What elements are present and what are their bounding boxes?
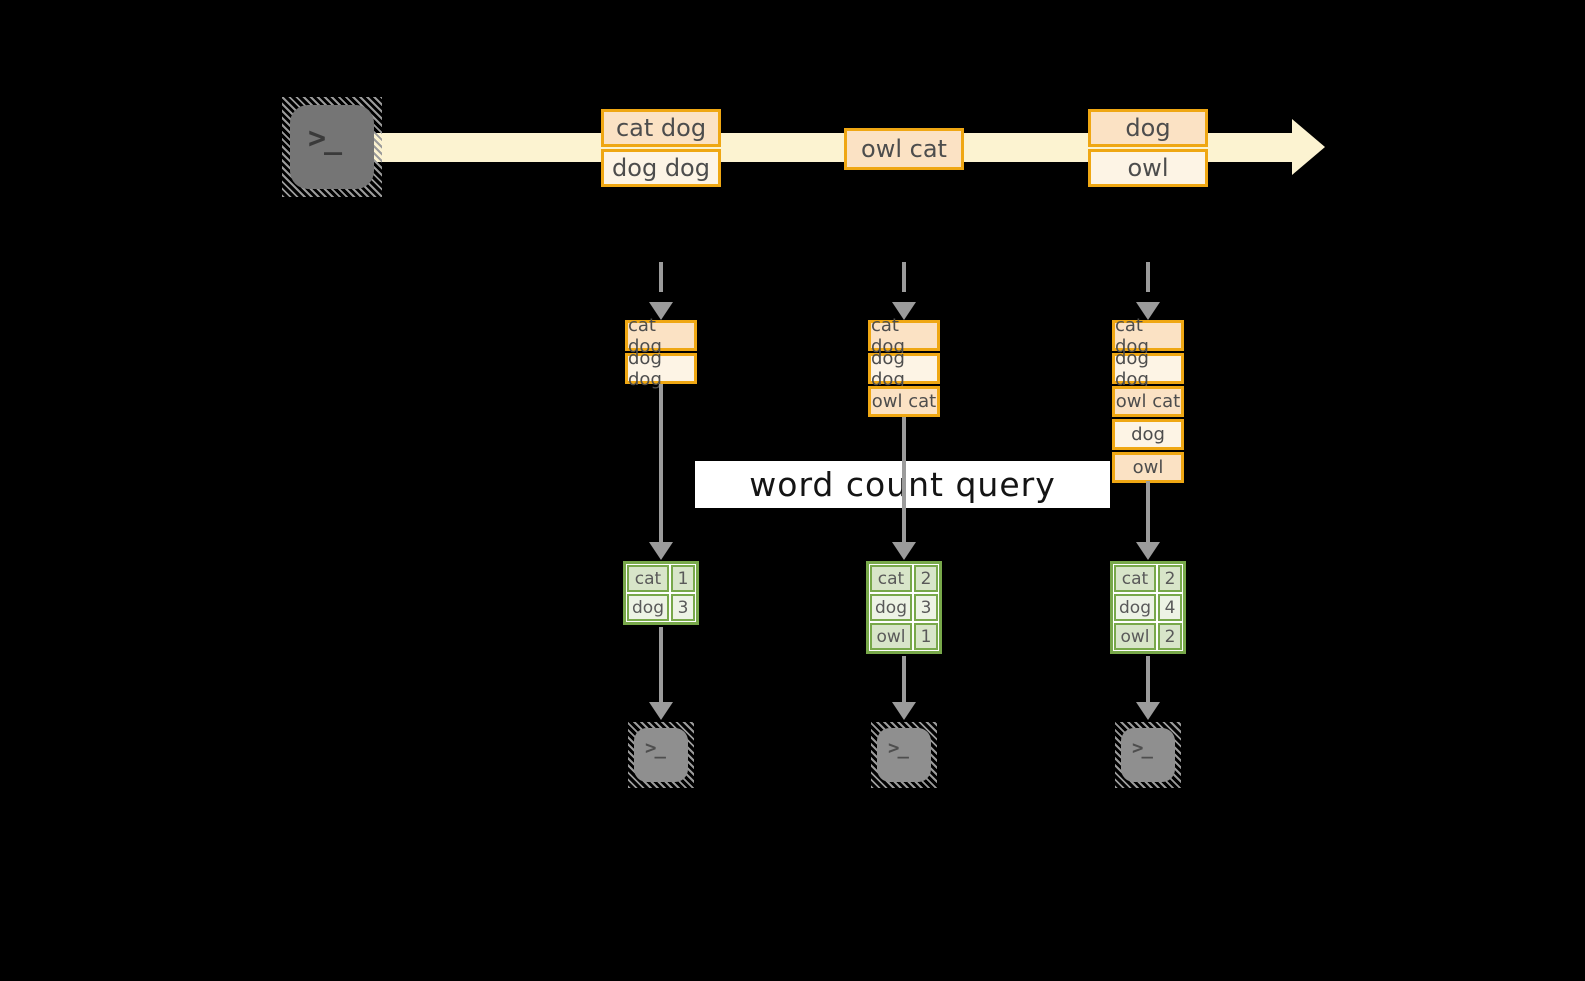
dashed-arrow-stem <box>659 262 663 304</box>
terminal-prompt-icon: >_ <box>888 737 909 759</box>
buffer-record: cat dog <box>1112 315 1184 357</box>
buffer-record: cat dog <box>868 315 940 357</box>
count-word-cell: cat <box>1114 565 1156 592</box>
query-arrow-stem <box>659 384 663 542</box>
output-arrow-head <box>649 702 673 720</box>
count-word-cell: cat <box>870 565 912 592</box>
stream-record: dog <box>1088 109 1208 147</box>
output-terminal-icon: >_ <box>871 722 937 788</box>
buffer-record: owl cat <box>1112 386 1184 417</box>
buffer-record: dog dog <box>1112 348 1184 390</box>
count-table-1: cat 1 dog 3 <box>623 561 699 625</box>
count-word-cell: dog <box>627 594 669 621</box>
count-value-cell: 3 <box>914 594 938 621</box>
query-arrow-stem <box>902 417 906 542</box>
count-word-cell: dog <box>1114 594 1156 621</box>
count-value-cell: 2 <box>1158 565 1182 592</box>
source-terminal-icon: >_ <box>282 97 382 197</box>
terminal-icon-body: >_ <box>634 728 688 782</box>
count-value-cell: 1 <box>914 623 938 650</box>
buffer-record: dog <box>1112 419 1184 450</box>
terminal-prompt-icon: >_ <box>1132 737 1153 759</box>
count-word-cell: owl <box>1114 623 1156 650</box>
output-terminal-icon: >_ <box>628 722 694 788</box>
output-arrow-stem <box>1146 656 1150 702</box>
dashed-arrow-head <box>892 302 916 320</box>
query-arrow-stem <box>1146 481 1150 542</box>
buffer-record: dog dog <box>625 348 697 390</box>
output-arrow-stem <box>659 627 663 702</box>
output-arrow-head <box>1136 702 1160 720</box>
stream-event-batch-1: cat dog dog dog <box>601 109 721 187</box>
count-word-cell: cat <box>627 565 669 592</box>
count-value-cell: 3 <box>671 594 695 621</box>
stream-band-arrowhead <box>1292 119 1325 175</box>
terminal-icon-body: >_ <box>877 728 931 782</box>
input-buffer-2: cat dog dog dog owl cat <box>868 315 940 417</box>
terminal-icon-body: >_ <box>1121 728 1175 782</box>
count-value-cell: 4 <box>1158 594 1182 621</box>
count-value-cell: 1 <box>671 565 695 592</box>
stream-record: owl cat <box>844 128 964 170</box>
terminal-icon-body: >_ <box>290 105 374 189</box>
input-buffer-3: cat dog dog dog owl cat dog owl <box>1112 315 1184 483</box>
dashed-arrow-stem <box>1146 262 1150 304</box>
dashed-arrow-head <box>649 302 673 320</box>
input-buffer-1: cat dog dog dog <box>625 315 697 390</box>
buffer-record: cat dog <box>625 315 697 357</box>
output-terminal-icon: >_ <box>1115 722 1181 788</box>
query-arrow-head <box>1136 542 1160 560</box>
stream-record: dog dog <box>601 149 721 187</box>
count-value-cell: 2 <box>914 565 938 592</box>
output-arrow-head <box>892 702 916 720</box>
terminal-prompt-icon: >_ <box>308 121 342 156</box>
output-arrow-stem <box>902 656 906 702</box>
count-word-cell: dog <box>870 594 912 621</box>
buffer-record: owl <box>1112 452 1184 483</box>
buffer-record: owl cat <box>868 386 940 417</box>
stream-event-batch-3: dog owl <box>1088 109 1208 187</box>
stream-event-batch-2: owl cat <box>844 128 964 170</box>
count-word-cell: owl <box>870 623 912 650</box>
stream-record: owl <box>1088 149 1208 187</box>
query-arrow-head <box>892 542 916 560</box>
dashed-arrow-stem <box>902 262 906 304</box>
buffer-record: dog dog <box>868 348 940 390</box>
query-arrow-head <box>649 542 673 560</box>
stream-record: cat dog <box>601 109 721 147</box>
count-table-2: cat 2 dog 3 owl 1 <box>866 561 942 654</box>
dashed-arrow-head <box>1136 302 1160 320</box>
count-table-3: cat 2 dog 4 owl 2 <box>1110 561 1186 654</box>
terminal-prompt-icon: >_ <box>645 737 666 759</box>
count-value-cell: 2 <box>1158 623 1182 650</box>
